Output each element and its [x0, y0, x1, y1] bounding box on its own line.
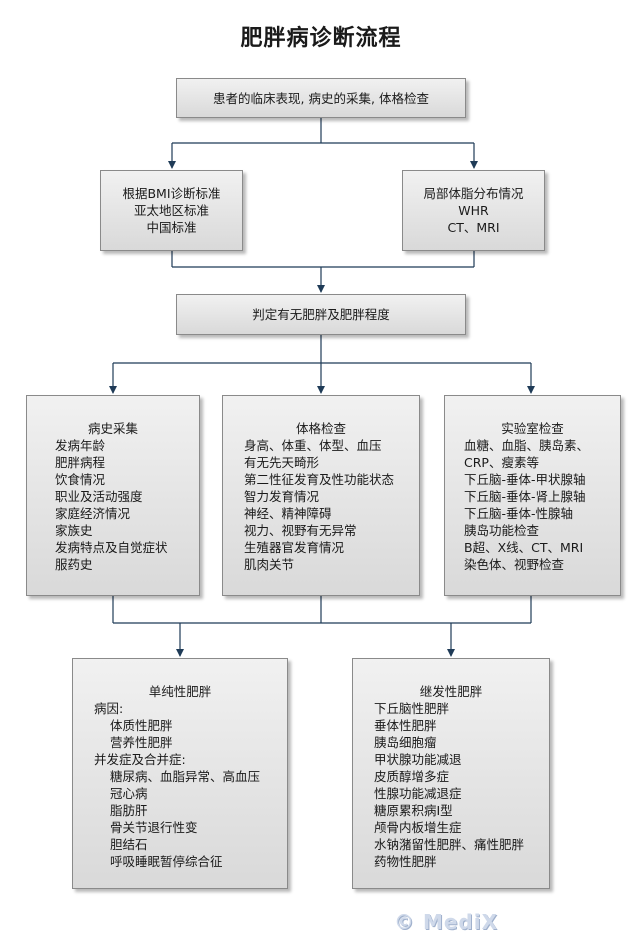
bmi-china: 中国标准 [146, 220, 197, 235]
secondary-item: 下丘脑性肥胖 [374, 701, 450, 716]
bmi-criteria-box: 根据BMI诊断标准 亚太地区标准 中国标准 [100, 170, 243, 251]
secondary-obesity-box: 继发性肥胖 下丘脑性肥胖 垂体性肥胖 胰岛细胞瘤 甲状腺功能减退 皮质醇增多症 … [352, 658, 550, 889]
lab-item: 下丘脑-垂体-性腺轴 [464, 506, 574, 521]
history-item: 家族史 [55, 523, 93, 538]
history-item: 服药史 [55, 557, 93, 572]
cause-item: 体质性肥胖 [110, 718, 173, 733]
lab-item: 下丘脑-垂体-甲状腺轴 [464, 472, 586, 487]
lab-exam-title: 实验室检查 [501, 421, 564, 436]
secondary-item: 垂体性肥胖 [374, 718, 437, 733]
simple-obesity-title: 单纯性肥胖 [148, 684, 212, 699]
history-box: 病史采集 发病年龄 肥胖病程 饮食情况 职业及活动强度 家庭经济情况 家族史 发… [26, 395, 200, 596]
physical-item: 智力发育情况 [244, 489, 320, 504]
fat-ct-mri: CT、MRI [447, 220, 500, 235]
physical-item: 有无先天畸形 [244, 455, 320, 470]
lab-item: 血糖、血脂、胰岛素、 [464, 438, 590, 453]
history-item: 肥胖病程 [55, 455, 106, 470]
lab-item: B超、X线、CT、MRI [464, 540, 584, 555]
page-title: 肥胖病诊断流程 [240, 25, 402, 51]
simple-obesity-box: 单纯性肥胖 病因: 体质性肥胖 营养性肥胖 并发症及合并症: 糖尿病、血脂异常、… [72, 658, 288, 889]
physical-item: 第二性征发育及性功能状态 [244, 472, 395, 487]
physical-item: 身高、体重、体型、血压 [244, 438, 382, 453]
clinical-exam-box: 患者的临床表现, 病史的采集, 体格检查 [176, 78, 466, 118]
physical-item: 生殖器官发育情况 [244, 540, 345, 555]
complication-item: 骨关节退行性变 [110, 820, 198, 835]
secondary-item: 药物性肥胖 [374, 854, 437, 869]
secondary-item: 甲状腺功能减退 [374, 752, 462, 767]
complication-item: 脂肪肝 [110, 803, 148, 818]
lab-item: 下丘脑-垂体-肾上腺轴 [464, 489, 586, 504]
history-title: 病史采集 [87, 421, 138, 436]
secondary-item: 水钠潴留性肥胖、痛性肥胖 [374, 837, 525, 852]
secondary-item: 皮质醇增多症 [374, 769, 450, 784]
obesity-judgement-label: 判定有无肥胖及肥胖程度 [252, 307, 390, 322]
secondary-obesity-title: 继发性肥胖 [419, 684, 483, 699]
fat-distribution-title: 局部体脂分布情况 [423, 186, 524, 201]
history-item: 家庭经济情况 [55, 506, 131, 521]
clinical-exam-label: 患者的临床表现, 病史的采集, 体格检查 [213, 90, 429, 106]
complication-item: 呼吸睡眠暂停综合征 [110, 854, 223, 869]
bmi-criteria-title: 根据BMI诊断标准 [122, 186, 221, 201]
complication-item: 糖尿病、血脂异常、高血压 [110, 769, 261, 784]
physical-item: 视力、视野有无异常 [244, 523, 357, 538]
secondary-item: 糖原累积病Ⅰ型 [374, 803, 453, 818]
secondary-item: 胰岛细胞瘤 [374, 735, 437, 750]
obesity-judgement-box: 判定有无肥胖及肥胖程度 [176, 294, 466, 335]
history-item: 发病年龄 [55, 438, 106, 453]
physical-exam-box: 体格检查 身高、体重、体型、血压 有无先天畸形 第二性征发育及性功能状态 智力发… [222, 395, 420, 596]
physical-exam-title: 体格检查 [295, 421, 346, 436]
lab-item: CRP、瘦素等 [464, 455, 539, 470]
secondary-item: 颅骨内板增生症 [374, 820, 462, 835]
history-item: 饮食情况 [55, 472, 106, 487]
cause-item: 营养性肥胖 [110, 735, 173, 750]
secondary-item: 性腺功能减退症 [374, 786, 462, 801]
fat-whr: WHR [458, 203, 489, 218]
complication-item: 胆结石 [110, 837, 148, 852]
fat-distribution-box: 局部体脂分布情况 WHR CT、MRI [402, 170, 545, 251]
complication-label: 并发症及合并症: [94, 752, 186, 767]
cause-label: 病因: [94, 701, 124, 716]
history-item: 职业及活动强度 [55, 489, 143, 504]
history-item: 发病特点及自觉症状 [55, 540, 168, 555]
physical-item: 神经、精神障碍 [244, 506, 332, 521]
bmi-asia-pacific: 亚太地区标准 [133, 203, 209, 218]
complication-item: 冠心病 [110, 786, 148, 801]
lab-item: 染色体、视野检查 [464, 557, 565, 572]
lab-item: 胰岛功能检查 [464, 523, 540, 538]
physical-item: 肌肉关节 [244, 557, 295, 572]
medix-watermark: © MediX [394, 910, 499, 934]
lab-exam-box: 实验室检查 血糖、血脂、胰岛素、 CRP、瘦素等 下丘脑-垂体-甲状腺轴 下丘脑… [444, 395, 621, 596]
